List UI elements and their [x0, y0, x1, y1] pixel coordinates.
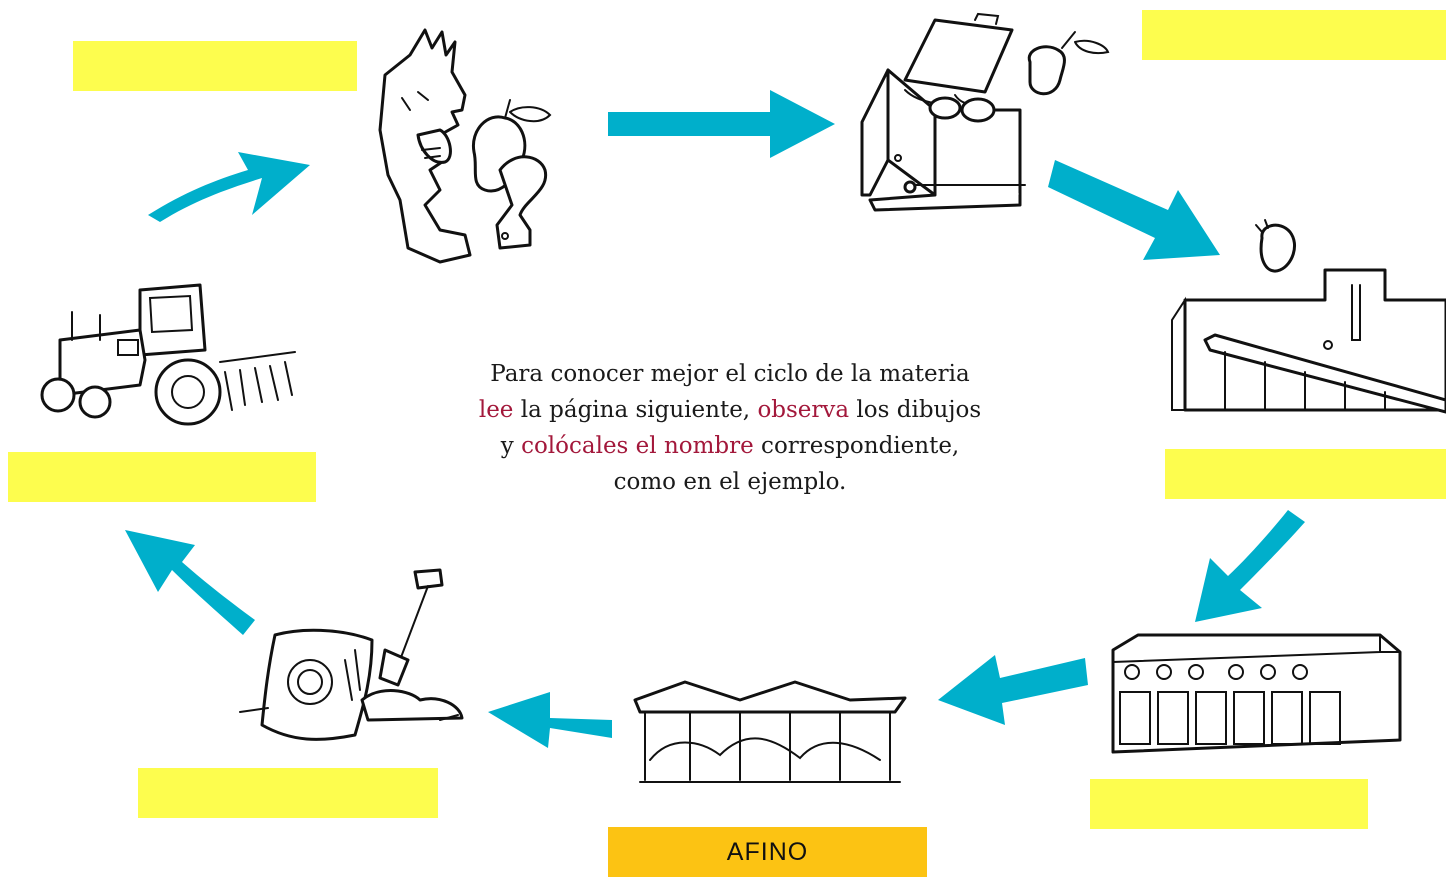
arrow-refining-to-bagging: [488, 692, 612, 748]
composting-tunnels-illustration: [1111, 633, 1402, 754]
arrow-bagging-to-agriculture: [125, 530, 255, 635]
cycle-arrows: [125, 90, 1305, 748]
instructions-text: Para conocer mejor el ciclo de la materi…: [395, 356, 1065, 500]
person-eating-pear-illustration: [378, 28, 552, 264]
treatment-plant-illustration: [1171, 219, 1446, 414]
highlight-lee: lee: [478, 397, 514, 423]
instructions-line-1: Para conocer mejor el ciclo de la materi…: [490, 361, 970, 387]
instructions-line-3-end: correspondiente,: [753, 433, 960, 459]
label-bagging[interactable]: [138, 768, 438, 818]
label-consumption[interactable]: [73, 41, 357, 91]
highlight-colocales: colócales el nombre: [521, 433, 754, 459]
label-fermentation[interactable]: [1090, 779, 1368, 829]
instructions-line-3-start: y: [500, 433, 522, 459]
compost-bag-illustration: [239, 568, 464, 741]
arrow-agriculture-to-consumption: [148, 152, 310, 222]
label-treatment-plant[interactable]: [1165, 449, 1446, 499]
covered-piles-illustration: [633, 680, 907, 783]
instructions-line-3: y colócales el nombre correspondiente,: [395, 428, 1065, 464]
instructions-line-2-end: los dibujos: [849, 397, 982, 423]
arrow-collection-to-plant: [1048, 160, 1220, 260]
label-collection[interactable]: [1142, 10, 1446, 60]
waste-container-illustration: [860, 12, 1110, 212]
label-refining: AFINO: [608, 827, 927, 877]
arrow-fermentation-to-refining: [938, 655, 1088, 725]
tractor-illustration: [40, 283, 296, 426]
instructions-line-2: lee la página siguiente, observa los dib…: [395, 392, 1065, 428]
instructions-line-2-mid: la página siguiente,: [513, 397, 758, 423]
arrow-consumption-to-collection: [608, 90, 835, 158]
arrow-plant-to-fermentation: [1195, 510, 1305, 622]
highlight-observa: observa: [757, 397, 850, 423]
instructions-line-4: como en el ejemplo.: [613, 469, 847, 495]
label-agriculture[interactable]: [8, 452, 316, 502]
